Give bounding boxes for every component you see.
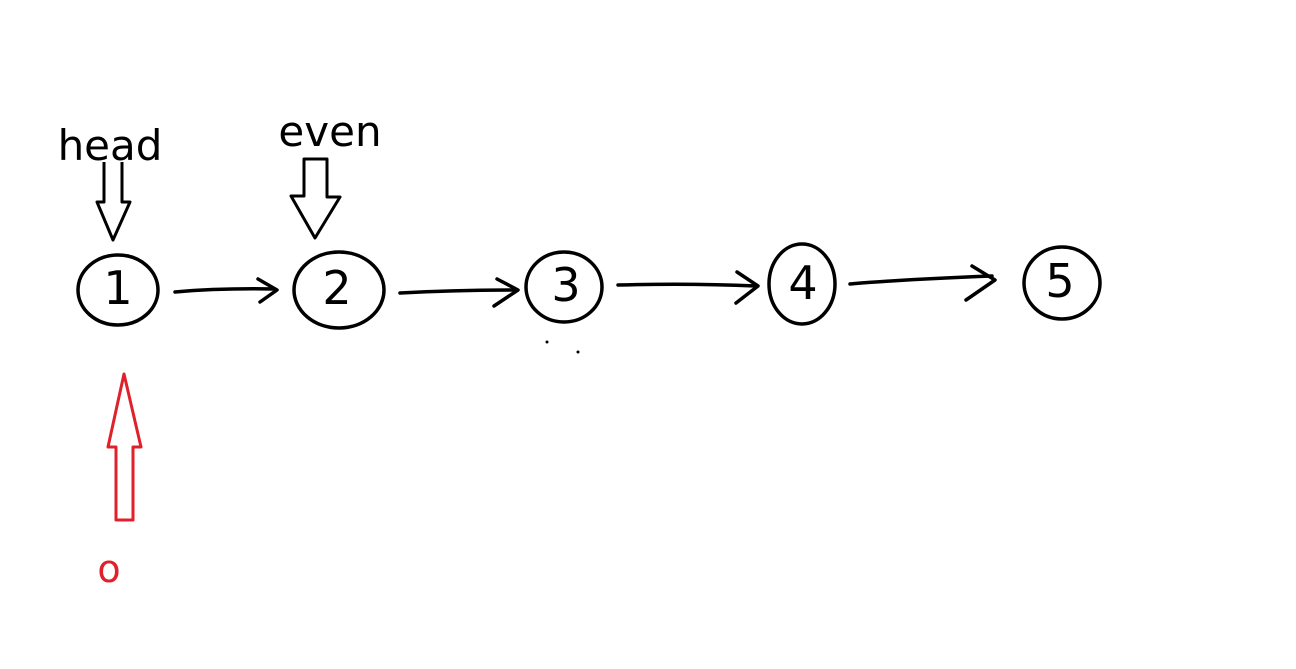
- even-pointer-arrow: [289, 157, 342, 240]
- link-arrow-4-5: [848, 264, 997, 302]
- link-arrow-3-4: [616, 270, 760, 305]
- node-4-label: 4: [788, 256, 817, 310]
- odd-pointer-arrow: [106, 372, 143, 522]
- node-3: 3: [524, 250, 604, 324]
- even-pointer: even: [278, 107, 382, 240]
- stray-dot: [576, 350, 580, 354]
- head-pointer-arrow: [95, 162, 132, 242]
- node-4-circle: [767, 242, 837, 326]
- odd-pointer: o: [97, 372, 143, 591]
- node-2: 2: [292, 250, 386, 330]
- node-5-label: 5: [1045, 254, 1074, 308]
- node-5: 5: [1022, 245, 1102, 321]
- node-3-label: 3: [551, 258, 580, 312]
- link-arrow-2-3: [398, 277, 520, 308]
- head-pointer-label: head: [58, 121, 163, 170]
- node-2-circle: [292, 250, 386, 330]
- link-arrow-1-2: [173, 277, 279, 304]
- stray-dot: [545, 340, 549, 344]
- node-1-circle: [76, 253, 160, 327]
- even-pointer-label: even: [278, 107, 381, 156]
- node-4: 4: [767, 242, 837, 326]
- node-5-circle: [1022, 245, 1102, 321]
- node-1: 1: [76, 253, 160, 327]
- node-2-label: 2: [322, 261, 351, 315]
- head-pointer: head: [58, 121, 163, 242]
- node-1-label: 1: [103, 261, 132, 315]
- node-3-circle: [524, 250, 604, 324]
- odd-pointer-label: o: [97, 547, 120, 591]
